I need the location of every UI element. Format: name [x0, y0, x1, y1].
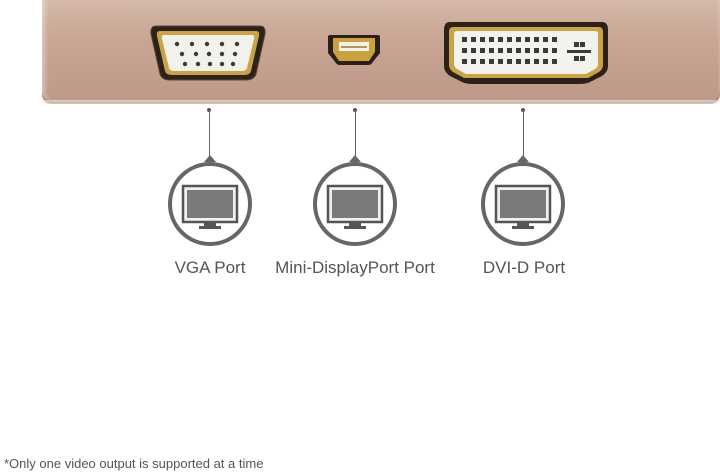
mdp-monitor-icon: [313, 155, 397, 246]
adapter-body: [42, 0, 720, 104]
mini-displayport-connector: [328, 35, 380, 65]
dvi-monitor-icon: [481, 155, 565, 246]
vga-connector: [150, 25, 266, 81]
mdp-leader-line: [355, 110, 356, 156]
vga-port-label: VGA Port: [174, 258, 246, 277]
dvi-d-connector: [444, 22, 608, 84]
vga-leader-line: [209, 110, 210, 156]
footnote: *Only one video output is supported at a…: [4, 456, 264, 471]
vga-monitor-icon: [168, 155, 252, 246]
dvi-d-port-label: DVI-D Port: [482, 258, 566, 277]
dvi-leader-line: [523, 110, 524, 156]
mini-displayport-port-label: Mini-DisplayPort Port: [275, 258, 435, 277]
